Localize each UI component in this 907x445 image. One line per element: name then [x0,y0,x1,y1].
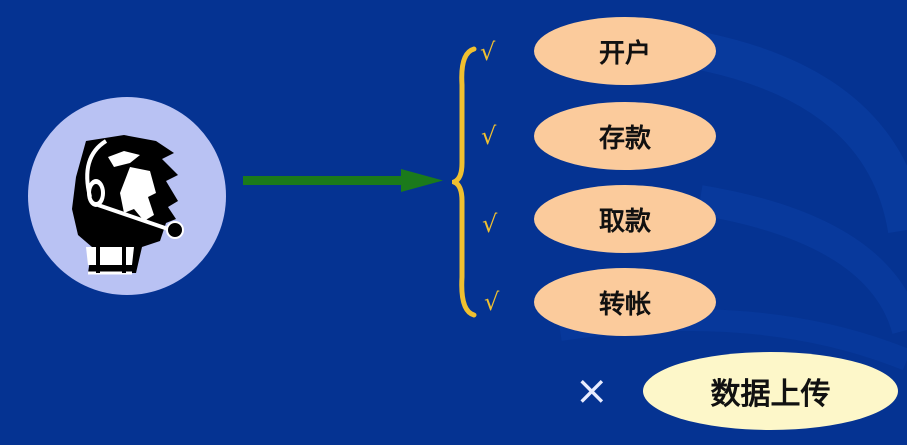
check-icon: √ [480,38,496,66]
check-icon: √ [481,122,497,150]
operator-headset-icon [72,135,184,275]
cross-icon: × [575,368,609,414]
check-icon: √ [482,210,498,238]
item-transfer: 转帐 [534,268,716,336]
item-withdraw: 取款 [534,185,716,253]
check-icon: √ [484,288,500,316]
item-deposit: 存款 [534,102,716,170]
item-data-upload: 数据上传 [643,352,898,430]
left-brace [452,46,477,318]
item-open-account: 开户 [534,17,716,85]
operator-avatar [28,97,226,295]
green-arrow [243,169,443,192]
